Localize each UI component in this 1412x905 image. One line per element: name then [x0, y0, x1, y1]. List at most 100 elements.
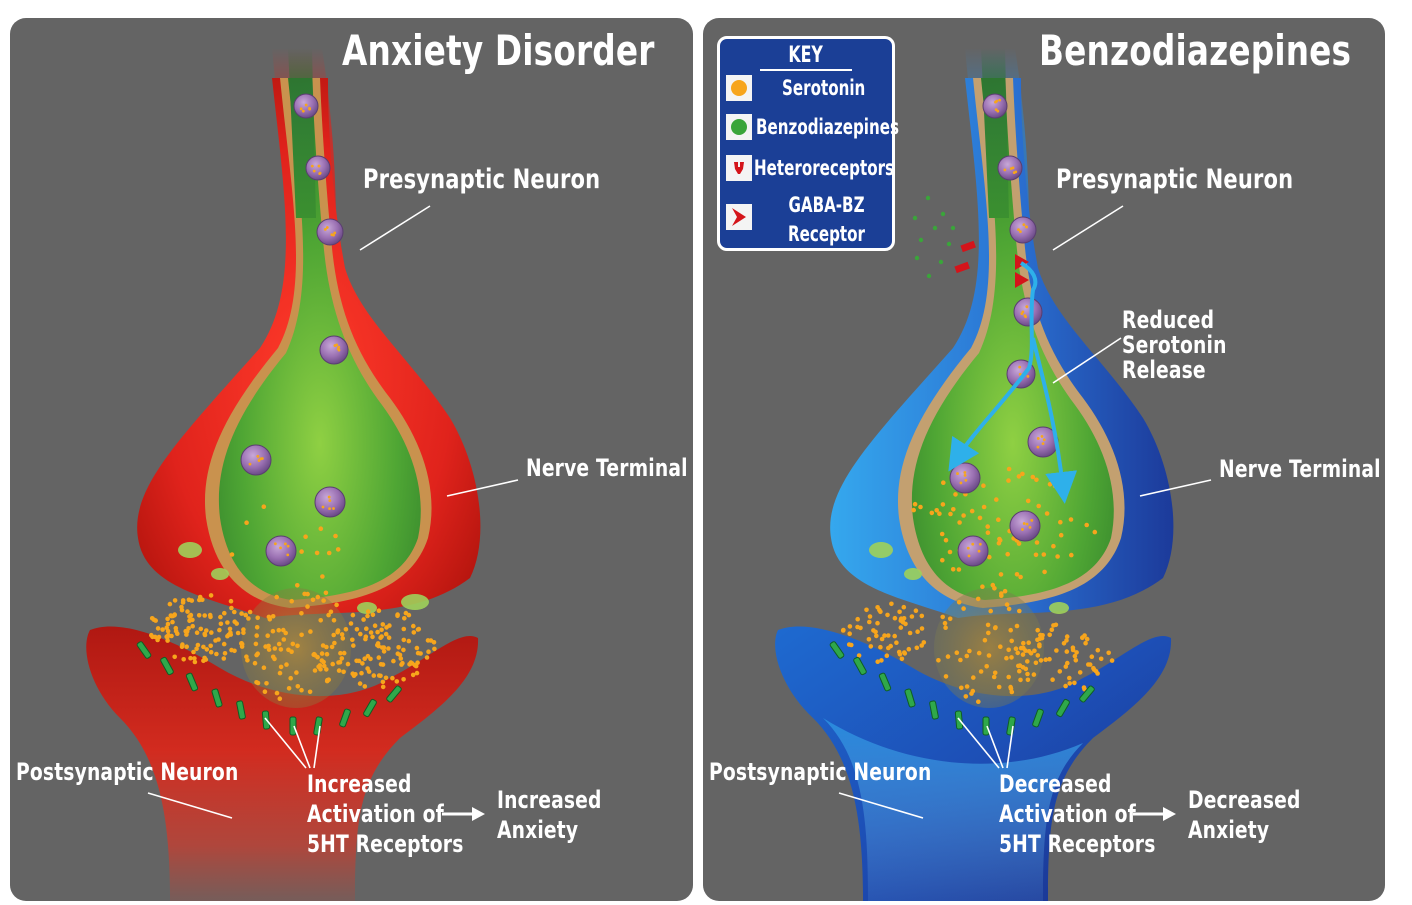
benzodiazepine-dot [914, 255, 920, 261]
serotonin-dot [331, 632, 337, 638]
5ht-receptor [904, 688, 916, 708]
serotonin-dot [265, 633, 270, 638]
serotonin-dot [902, 651, 908, 656]
vesicle-serotonin-dot [1009, 167, 1013, 170]
serotonin-dot [270, 654, 276, 660]
5ht-receptor [339, 708, 351, 728]
serotonin-dot [338, 650, 343, 656]
serotonin-dot [370, 612, 376, 618]
vesicle [949, 462, 981, 494]
serotonin-dot [189, 598, 195, 603]
serotonin-dot [351, 643, 356, 648]
serotonin-dot [354, 627, 360, 632]
serotonin-dot [274, 594, 280, 600]
serotonin-dot [371, 673, 377, 678]
serotonin-dot [363, 634, 369, 639]
serotonin-dot [977, 515, 983, 521]
serotonin-dot [195, 642, 201, 648]
serotonin-dot [227, 626, 233, 632]
serotonin-dot [192, 659, 198, 665]
vesicle-serotonin-dot [964, 478, 968, 482]
serotonin-dot [336, 660, 341, 665]
serotonin-dot [334, 602, 339, 608]
serotonin-dot [1030, 474, 1036, 480]
serotonin-dot [971, 675, 976, 680]
serotonin-dot [228, 630, 233, 636]
serotonin-dot [365, 613, 370, 619]
serotonin-dot [1016, 541, 1022, 546]
serotonin-dot [396, 645, 401, 650]
serotonin-dot [947, 549, 953, 555]
vesicle-serotonin-dot [304, 103, 308, 107]
serotonin-dot [1051, 543, 1056, 549]
serotonin-dot [241, 627, 246, 632]
serotonin-dot [936, 658, 941, 663]
vesicle-serotonin-dot [1025, 225, 1028, 229]
vesicle-serotonin-dot [279, 546, 282, 550]
serotonin-dot [192, 656, 197, 661]
5ht-receptor [185, 672, 199, 692]
vesicle-serotonin-dot [998, 98, 1002, 102]
serotonin-dot [244, 520, 249, 525]
serotonin-dot [981, 483, 986, 489]
serotonin-dot [317, 663, 323, 668]
serotonin-dot [208, 643, 213, 649]
serotonin-dot [984, 664, 989, 669]
serotonin-dot [879, 658, 884, 663]
serotonin-dot [394, 679, 400, 684]
serotonin-dot [903, 621, 908, 627]
serotonin-dot [414, 645, 420, 651]
vesicle-serotonin-dot [977, 549, 981, 553]
serotonin-dot [1098, 656, 1104, 662]
presynaptic-pointer [359, 205, 431, 251]
vesicle-serotonin-dot [1017, 228, 1020, 231]
serotonin-dot [986, 653, 992, 658]
serotonin-dot [878, 609, 883, 615]
serotonin-dot [214, 651, 219, 657]
result-label: Increased Anxiety [497, 786, 602, 844]
serotonin-dot [997, 538, 1003, 543]
vesicle-serotonin-dot [966, 546, 970, 550]
serotonin-dot [1052, 483, 1058, 489]
serotonin-dot [964, 684, 970, 689]
vesicle-serotonin-dot [1022, 522, 1026, 525]
serotonin-dot [358, 631, 363, 637]
serotonin-dot [202, 613, 207, 618]
serotonin-dot [1031, 672, 1037, 677]
serotonin-dot [380, 622, 386, 627]
serotonin-dot [1095, 647, 1101, 653]
serotonin-dot [339, 656, 345, 661]
serotonin-dot [402, 616, 407, 621]
serotonin-dot [400, 660, 405, 666]
5ht-receptor [289, 716, 297, 736]
vesicle [1009, 216, 1037, 244]
serotonin-dot [875, 620, 880, 626]
serotonin-dot [998, 644, 1003, 649]
vesicle-serotonin-dot [956, 472, 959, 475]
serotonin-dot [951, 507, 956, 512]
serotonin-dot [967, 648, 972, 654]
serotonin-dot [1064, 638, 1069, 643]
serotonin-dot [906, 646, 912, 652]
serotonin-dot [840, 628, 846, 633]
5ht-receptor [853, 656, 867, 676]
serotonin-dot [368, 630, 374, 635]
serotonin-dot [879, 636, 885, 642]
serotonin-dot [332, 640, 337, 646]
serotonin-dot [155, 626, 161, 631]
serotonin-dot [1018, 677, 1023, 683]
serotonin-dot [1014, 623, 1020, 629]
serotonin-dot [239, 611, 244, 616]
serotonin-dot [1006, 647, 1011, 653]
reduced-release-arrows [948, 261, 1078, 504]
serotonin-dot [165, 616, 170, 622]
serotonin-dot [277, 670, 283, 676]
serotonin-dot [1093, 669, 1099, 674]
serotonin-dot [185, 609, 190, 614]
synaptic-vesicles [949, 93, 1059, 567]
vesicle-serotonin-dot [327, 495, 331, 499]
serotonin-dot [208, 649, 214, 655]
vesicle-serotonin-dot [1041, 442, 1045, 446]
serotonin-dot [897, 609, 902, 615]
serotonin-dot [919, 626, 925, 631]
